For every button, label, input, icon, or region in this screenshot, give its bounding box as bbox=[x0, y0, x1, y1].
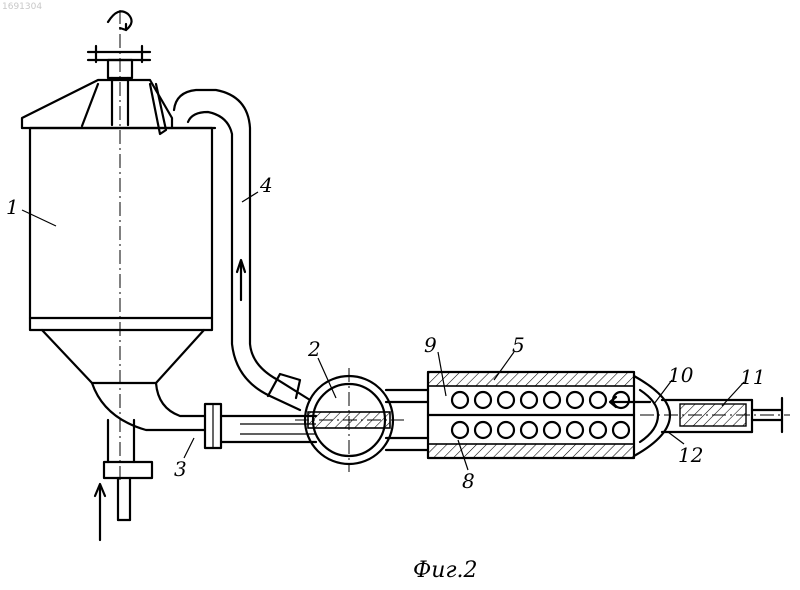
heating-tube bbox=[521, 392, 537, 408]
heating-tube bbox=[521, 422, 537, 438]
heating-tube bbox=[613, 422, 629, 438]
heating-tube bbox=[452, 422, 468, 438]
heating-tube bbox=[544, 392, 560, 408]
heating-tube bbox=[544, 422, 560, 438]
label-4: 4 bbox=[259, 173, 273, 197]
hopper-cone bbox=[42, 330, 204, 383]
label-8: 8 bbox=[462, 469, 475, 493]
screw-assembly-11 bbox=[640, 398, 790, 432]
inlet-arrow-icon bbox=[95, 484, 105, 540]
heating-tube bbox=[567, 422, 583, 438]
tank-lid bbox=[22, 80, 215, 134]
document-id: 1691304 bbox=[2, 2, 42, 12]
label-1: 1 bbox=[6, 195, 19, 219]
label-11: 11 bbox=[740, 365, 765, 389]
flow-arrow-icon bbox=[237, 260, 245, 300]
valve-2 bbox=[295, 368, 404, 472]
label-9: 9 bbox=[424, 333, 437, 357]
heating-tube bbox=[590, 422, 606, 438]
figure-caption: Фиг.2 bbox=[413, 558, 478, 583]
label-5: 5 bbox=[512, 333, 525, 357]
label-3: 3 bbox=[174, 457, 187, 481]
label-12: 12 bbox=[678, 443, 703, 467]
heating-tube bbox=[498, 422, 514, 438]
label-2: 2 bbox=[307, 337, 321, 361]
return-pipe-4 bbox=[174, 90, 310, 410]
heating-tube bbox=[590, 392, 606, 408]
heating-tube bbox=[475, 422, 491, 438]
heating-tube bbox=[475, 392, 491, 408]
tank-1 bbox=[30, 128, 212, 330]
chamber-5 bbox=[428, 372, 634, 458]
label-10: 10 bbox=[668, 363, 694, 387]
elbow-pipe-3 bbox=[92, 383, 205, 520]
heating-tube bbox=[567, 392, 583, 408]
flange bbox=[205, 404, 221, 448]
heating-tube bbox=[452, 392, 468, 408]
heating-tube bbox=[498, 392, 514, 408]
